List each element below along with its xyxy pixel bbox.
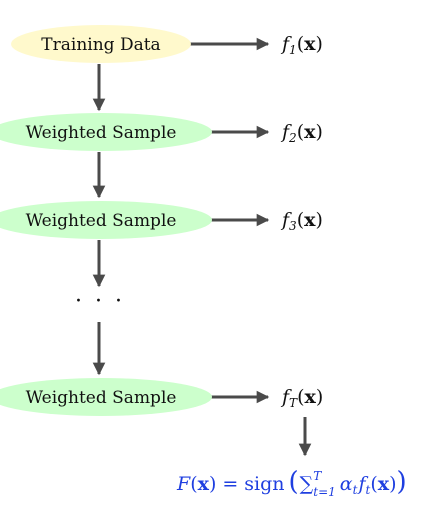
output-ft: fT(x) [280,386,323,410]
final-f: f [356,473,368,495]
fn-sub: 1 [289,43,297,57]
final-sum-upper: T [313,469,322,483]
fn-open: ( [297,121,304,143]
final-f-arg: x [378,473,390,495]
node-shape [0,201,212,239]
node-shape [11,25,191,63]
final-func: sign [244,473,284,495]
final-sum-lower: t=1 [313,485,336,499]
fn-sub: 2 [288,131,297,145]
final-big-open: ( [289,467,299,497]
fn-open: ( [297,33,304,55]
node-label: Training Data [41,35,160,55]
node-shape [0,113,212,151]
output-f3: f3(x) [280,209,323,233]
fn-open: ( [297,386,304,408]
fn-name: f [280,209,292,231]
node-weighted-sample-2: Weighted Sample [0,201,212,239]
horizontal-arrows [190,37,270,404]
final-close-paren: ) [209,473,216,495]
final-arg: x [198,473,210,495]
final-big-close: ) [397,467,407,497]
final-alpha: α [340,473,353,495]
final-sum: ∑ [300,473,314,495]
fn-arg: x [304,121,316,143]
node-label: Weighted Sample [26,123,177,143]
node-weighted-sample-1: Weighted Sample [0,113,212,151]
node-label: Weighted Sample [26,211,177,231]
fn-arg: x [304,386,316,408]
final-f-sub: t [366,483,371,497]
fn-sub: 3 [289,219,297,233]
fn-name: f [280,33,292,55]
fn-close: ) [316,386,323,408]
fn-name: f [280,121,292,143]
node-label: Weighted Sample [26,388,177,408]
fn-name: f [280,386,292,408]
fn-arg: x [304,33,316,55]
node-shape [0,378,212,416]
fn-close: ) [315,121,322,143]
final-alpha-sub: t [353,483,358,497]
final-lhs: F [176,473,191,495]
node-weighted-sample-t: Weighted Sample [0,378,212,416]
ellipsis: · · · [75,289,125,314]
final-f-open: ( [370,473,377,495]
fn-close: ) [315,209,322,231]
fn-open: ( [297,209,304,231]
node-training-data: Training Data [11,25,191,63]
final-equals: = [222,473,238,495]
fn-close: ) [315,33,322,55]
fn-sub: T [289,396,298,410]
output-f1: f1(x) [280,33,323,57]
output-f2: f2(x) [280,121,323,145]
final-f-close: ) [389,473,396,495]
vertical-arrows [92,64,312,457]
final-open-paren: ( [190,473,197,495]
fn-arg: x [304,209,316,231]
